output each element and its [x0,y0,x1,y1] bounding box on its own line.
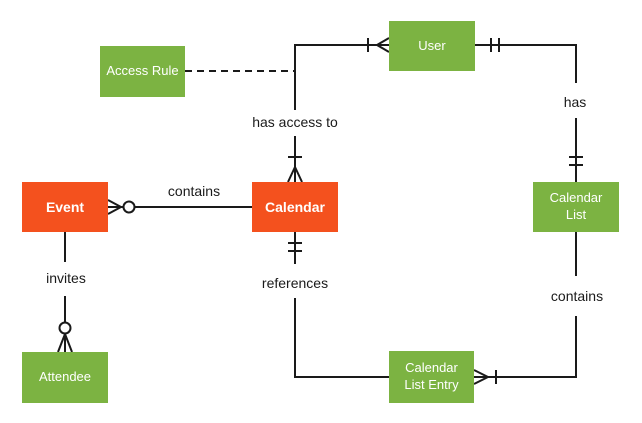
relationship-invites [57,232,73,353]
relationship-references [288,232,389,378]
crowfoot-many-icon [107,199,122,215]
crowfoot-many-icon [57,333,73,353]
double-tick-one-icon [490,38,500,52]
relationship-has [475,38,583,182]
double-tick-one-icon [569,156,583,166]
relationship-label-contains-entry: contains [548,288,606,304]
relationship-contains-event [107,199,252,215]
entity-calendar-list: Calendar List [533,182,619,232]
connector-line [474,316,577,378]
connector-line [294,298,389,378]
crowfoot-many-icon [376,37,390,53]
entity-calendar-list-entry: Calendar List Entry [389,351,474,403]
entity-calendar: Calendar [252,182,338,232]
ring-zero-icon [122,200,136,214]
crowfoot-many-icon [473,369,489,385]
relationship-label-has: has [561,94,589,110]
relationship-label-has-access-to: has access to [250,114,340,130]
entity-access-rule: Access Rule [100,46,185,97]
relationship-contains-entry [473,232,577,385]
entity-event: Event [22,182,108,232]
double-tick-one-icon [288,242,302,252]
entity-user: User [389,21,475,71]
connector-line [475,44,577,83]
crowfoot-many-icon [287,166,303,183]
connector-line [294,44,389,110]
relationship-has-access-to [287,37,390,183]
entity-attendee: Attendee [22,352,108,403]
relationship-label-invites: invites [44,270,88,286]
relationship-label-references: references [259,275,331,291]
relationship-label-contains-event: contains [165,183,223,199]
ring-zero-icon [58,321,72,335]
